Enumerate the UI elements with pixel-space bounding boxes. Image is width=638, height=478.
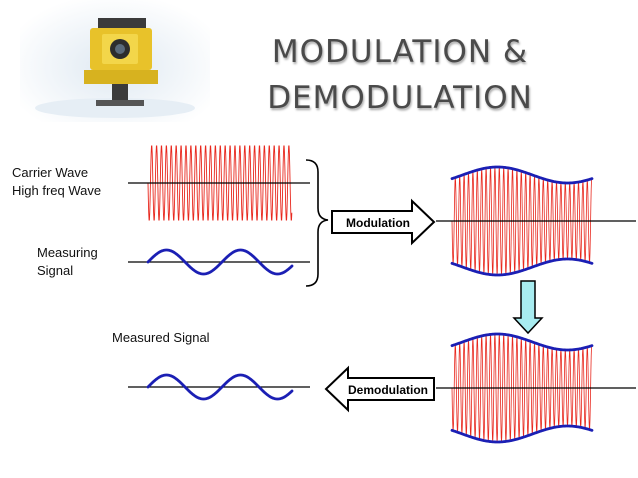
- carrier-wave-label-line-1: Carrier Wave: [12, 165, 89, 180]
- lower-envelope-curve: [450, 257, 594, 277]
- total-station-instrument-icon: [20, 0, 210, 122]
- modulation-arrow: Modulation: [331, 198, 436, 246]
- measuring-signal-label-line-2: Signal: [37, 263, 74, 278]
- page-title-line-1: MODULATION &: [271, 34, 529, 70]
- measuring-signal-label: Measuring Signal: [37, 244, 98, 280]
- modulated-wave-top: [436, 165, 636, 277]
- upper-envelope-curve-2: [450, 332, 594, 352]
- modulated-carrier-curve-2: [451, 334, 593, 442]
- page-title-line-2: DEMODULATION: [267, 80, 533, 116]
- demodulation-arrow-label: Demodulation: [348, 383, 428, 397]
- upper-envelope-curve: [450, 165, 594, 185]
- modulated-carrier-curve: [451, 167, 593, 275]
- measuring-signal: [128, 248, 310, 276]
- carrier-wave-label-line-2: High freq Wave: [12, 183, 102, 198]
- carrier-wave: [128, 145, 310, 221]
- demodulation-arrow: Demodulation: [324, 365, 435, 413]
- measuring-signal-curve: [146, 248, 294, 276]
- measured-signal-label: Measured Signal: [112, 330, 210, 345]
- curly-brace: [305, 159, 329, 287]
- demodulation-arrow-shape: [324, 365, 435, 413]
- modulation-arrow-label: Modulation: [346, 216, 410, 230]
- down-arrow-icon: [512, 280, 544, 335]
- carrier-wave-label: Carrier Wave High freq Wave: [12, 164, 101, 200]
- measured-signal: [128, 373, 310, 401]
- lower-envelope-curve-2: [450, 424, 594, 444]
- measuring-signal-label-line-1: Measuring: [37, 245, 98, 260]
- modulated-wave-bottom: [436, 332, 636, 444]
- carrier-wave-curve: [147, 145, 293, 221]
- measured-signal-curve: [146, 373, 294, 401]
- modulation-arrow-shape: [331, 198, 436, 246]
